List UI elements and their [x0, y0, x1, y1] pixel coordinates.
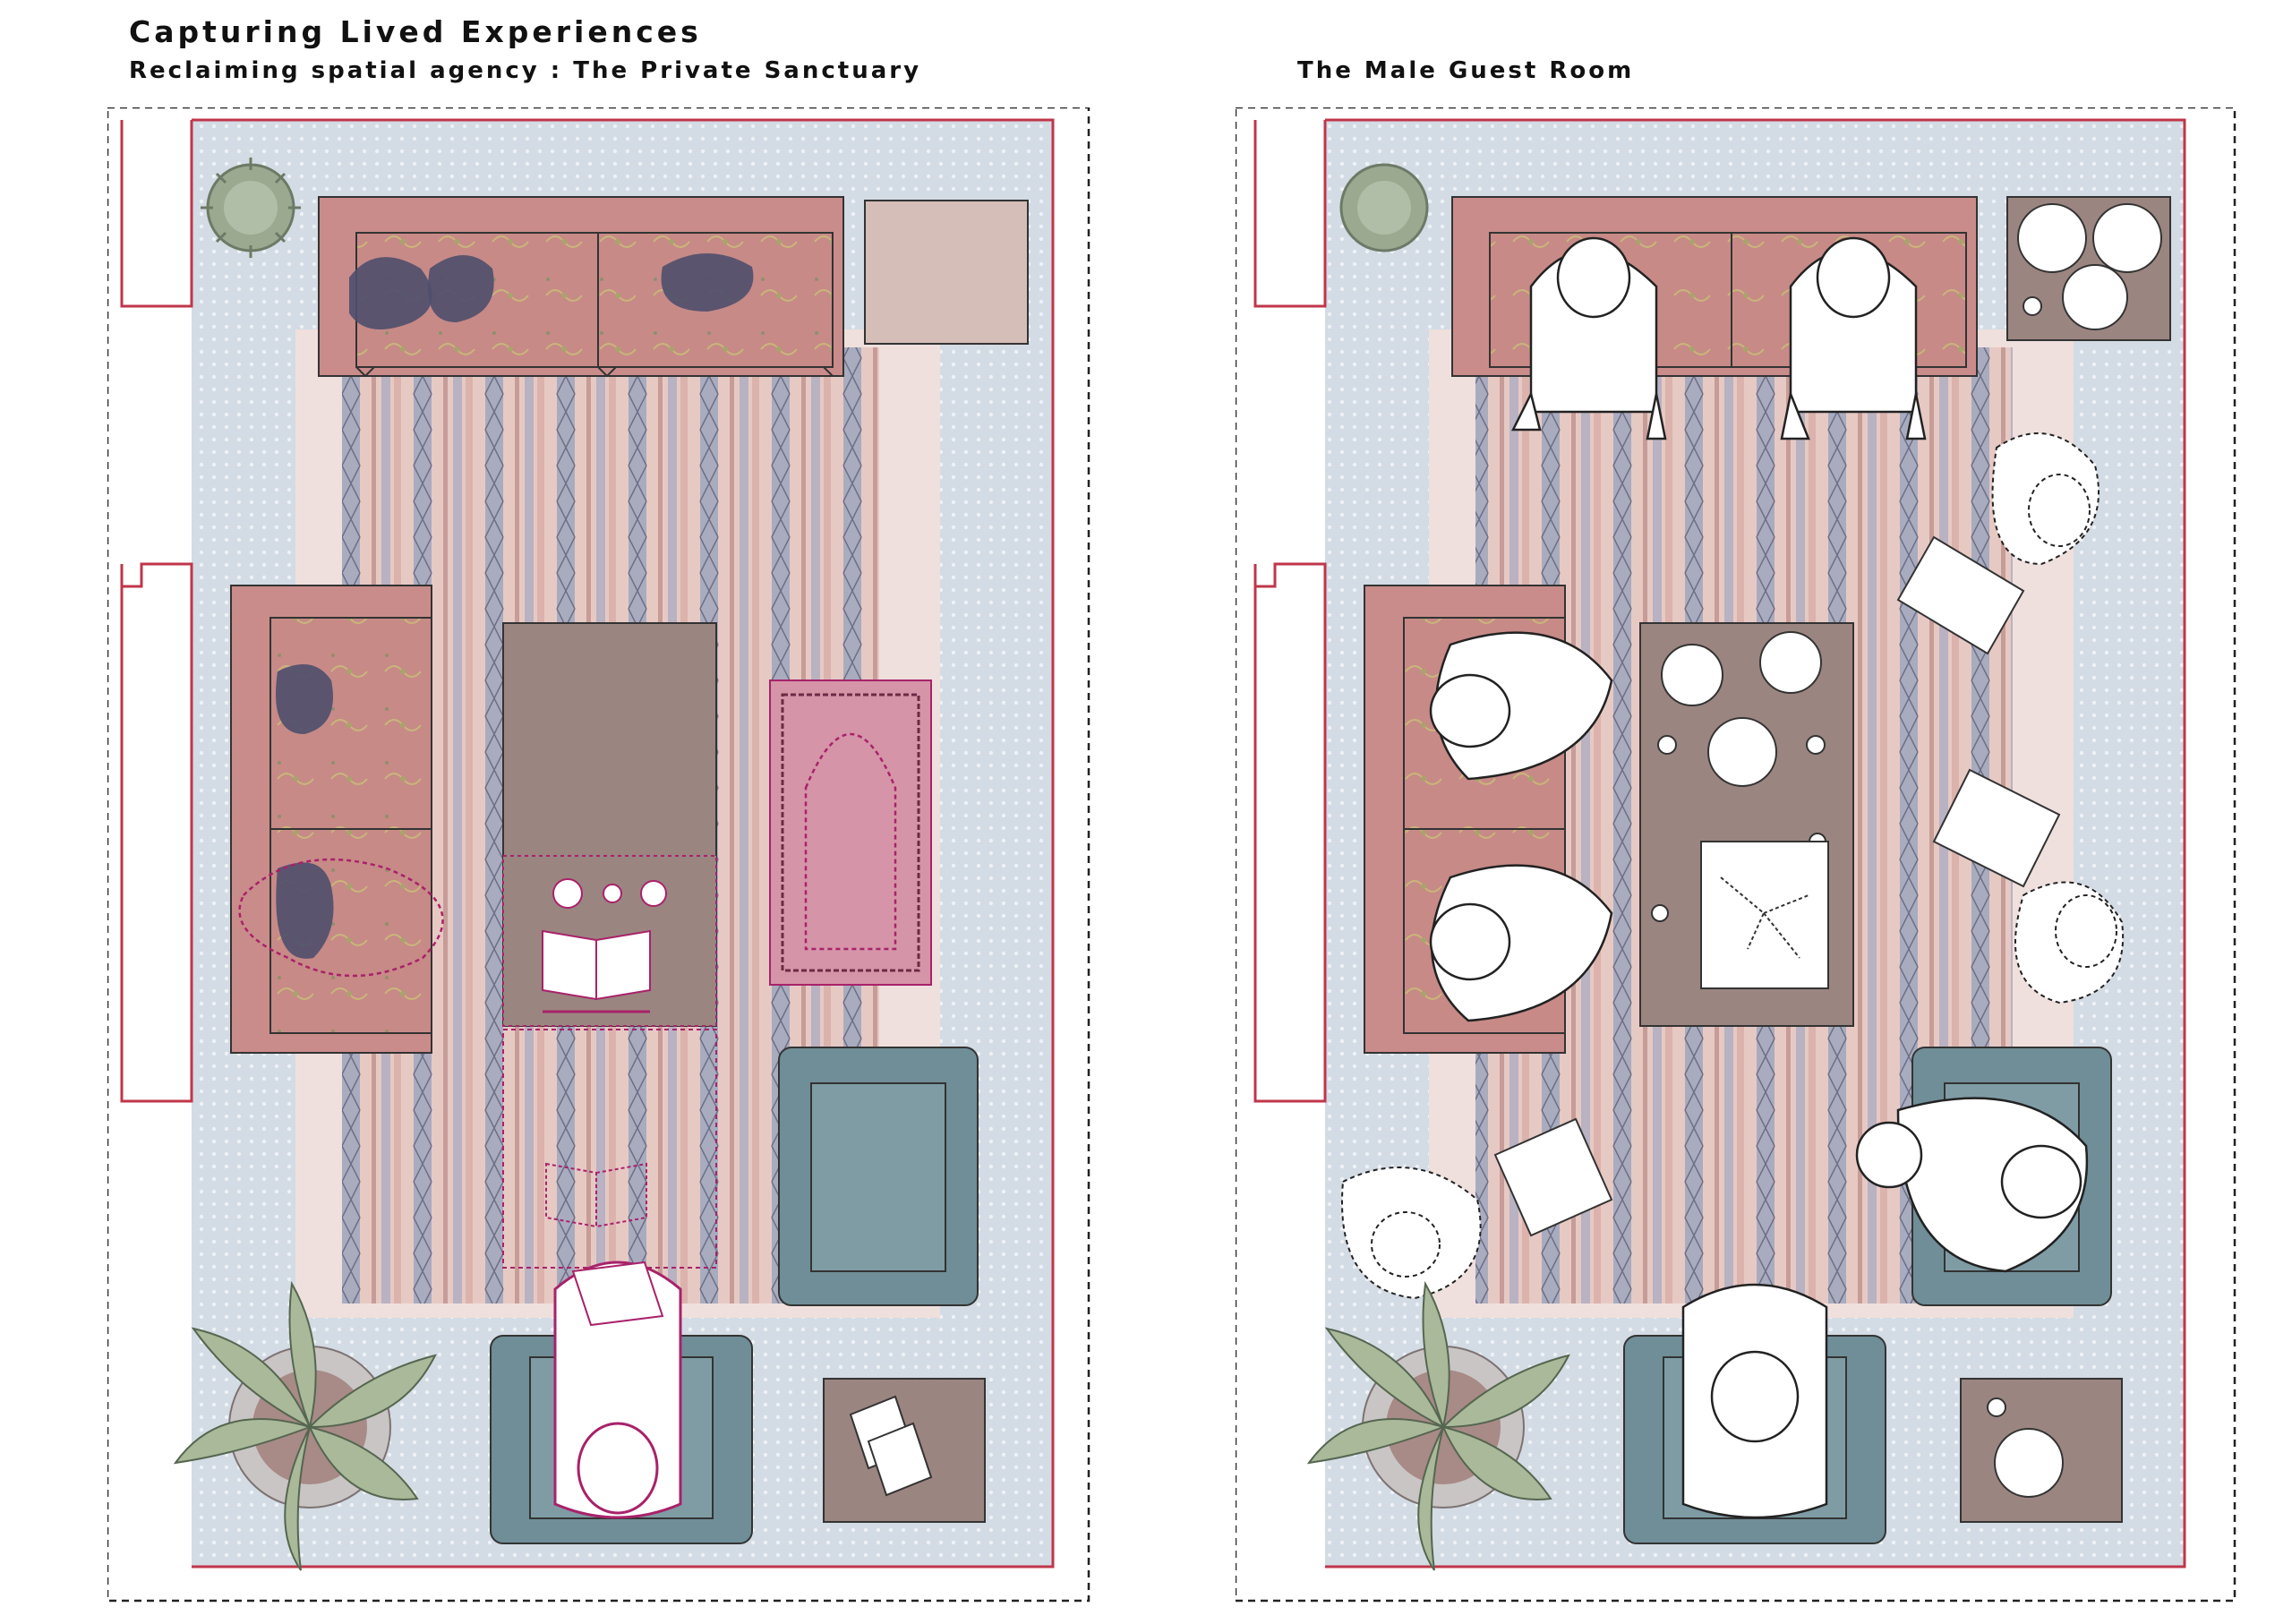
wall: [1325, 118, 2186, 1568]
prayer-mat: [769, 680, 932, 986]
person-icon: [1341, 1167, 1482, 1300]
left-plan-subtitle: Reclaiming spatial agency : The Private …: [129, 57, 922, 84]
plant-icon: [1339, 163, 1429, 252]
coffee-table: [1639, 622, 1854, 1027]
person-icon: [1510, 236, 1667, 440]
male-guest-room-plan: [1236, 107, 2238, 1604]
book-stand-icon: [545, 1162, 647, 1228]
book-stand-icon: [542, 929, 651, 1013]
side-table-top: [864, 200, 1029, 345]
person-icon: [1780, 236, 1927, 440]
person-icon: [1681, 1283, 1828, 1519]
right-plan-subtitle: The Male Guest Room: [1297, 57, 1635, 84]
person-icon: [1429, 631, 1613, 781]
male-guest-room-drawing: [1236, 107, 2236, 1603]
side-table-top: [2006, 196, 2171, 341]
coffee-table: [502, 622, 717, 1027]
person-icon: [1855, 1097, 2089, 1273]
plan-boundary: [107, 107, 1090, 1603]
private-sanctuary-drawing: [107, 107, 1090, 1603]
floor-chair: [1493, 1117, 1613, 1237]
window-niche-top: [120, 120, 193, 308]
side-table-bottom: [823, 1378, 986, 1523]
plan-boundary: [1236, 107, 2236, 1603]
person-icon: [2014, 881, 2125, 1004]
person-icon: [553, 1261, 682, 1519]
person-icon: [1991, 432, 2100, 566]
window-niche-top: [1253, 120, 1327, 308]
side-table-bottom: [1960, 1378, 2123, 1523]
floor-chair: [1932, 768, 2061, 888]
window-niche-mid: [120, 562, 193, 1103]
teapot-icon: [552, 878, 667, 909]
plant-icon: [201, 158, 301, 258]
top-sofa: [318, 196, 844, 378]
plant-icon: [1306, 1280, 1570, 1571]
plant-icon: [173, 1280, 437, 1571]
person-icon: [1429, 864, 1613, 1022]
page-title: Capturing Lived Experiences: [129, 14, 702, 49]
private-sanctuary-plan: [107, 107, 1092, 1604]
left-sofa: [230, 585, 444, 1054]
armchair-right: [778, 1047, 979, 1306]
wall: [192, 118, 1055, 1568]
window-niche-mid: [1253, 562, 1327, 1103]
floor-chair: [1896, 535, 2025, 655]
teapot-icon: [2023, 296, 2042, 316]
